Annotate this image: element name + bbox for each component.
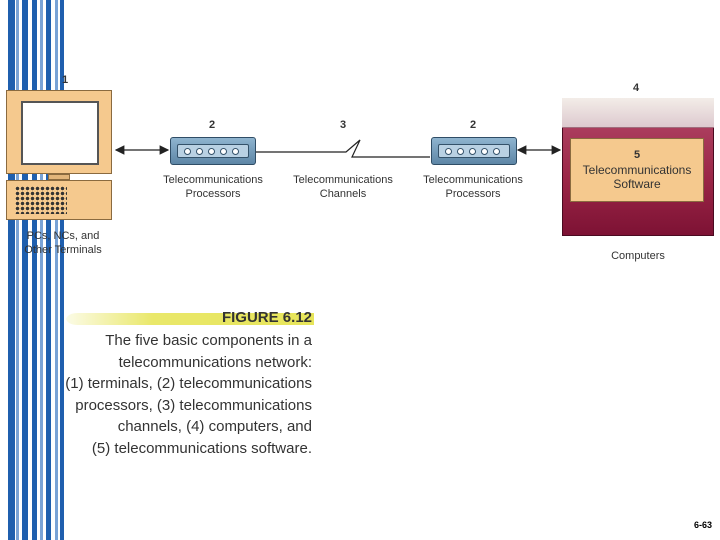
terminal-keyboard-icon bbox=[6, 180, 112, 220]
page-number: 6-63 bbox=[693, 520, 712, 530]
channel-link-line bbox=[256, 139, 430, 158]
channels-label: Telecommunications Channels bbox=[293, 174, 393, 200]
terminals-label: PCs, NCs, and Other Terminals bbox=[24, 230, 102, 256]
computer-number: 4 bbox=[633, 82, 640, 94]
terminal-number: 1 bbox=[62, 74, 69, 86]
network-connections bbox=[114, 139, 562, 158]
terminal-monitor-icon bbox=[6, 90, 112, 174]
channel-number: 3 bbox=[340, 119, 347, 131]
figure-caption: The five basic components in a telecommu… bbox=[65, 332, 312, 457]
caption-highlight-bar bbox=[66, 313, 314, 325]
processor-right-modem-icon bbox=[431, 137, 517, 165]
processors-left-label: Telecommunications Processors bbox=[163, 174, 263, 200]
software-box: 5 Telecommunications Software bbox=[570, 138, 704, 202]
figure-title: FIGURE 6.12 bbox=[221, 309, 312, 326]
left-stripe-decoration bbox=[0, 0, 66, 540]
processors-right-label: Telecommunications Processors bbox=[423, 174, 523, 200]
software-number: 5 bbox=[633, 149, 641, 161]
processor-left-modem-icon bbox=[170, 137, 256, 165]
computers-label: Computers bbox=[611, 250, 665, 262]
processor-left-number: 2 bbox=[209, 119, 216, 131]
software-label: Telecommunications Software bbox=[582, 163, 692, 191]
processor-right-number: 2 bbox=[470, 119, 477, 131]
